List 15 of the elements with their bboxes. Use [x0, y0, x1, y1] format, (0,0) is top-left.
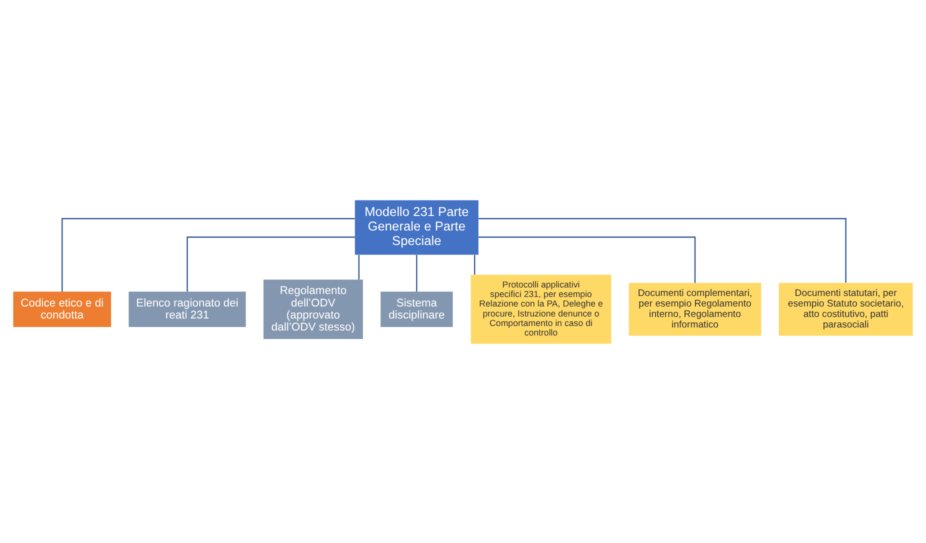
connector [416, 254, 418, 292]
connector [62, 218, 355, 292]
node-box: Elenco ragionato dei reati 231 [128, 291, 246, 326]
node-box: Sistema disciplinare [380, 291, 453, 326]
node-box: Codice etico e di condotta [13, 291, 112, 326]
node-box: Protocolli applicativi specifici 231, per esempio Relazione con la PA, Deleghe e procure, Istruzione denunce o Comportamento in caso di controllo [470, 274, 612, 344]
node-box: Documenti complementari, per esempio Regolamento interno, Regolamento informatico [628, 282, 762, 336]
node-box: Documenti statutari, per esempio Statuto societario, atto costitutivo, patti parasociali [778, 282, 913, 336]
connector [474, 254, 476, 274]
node-box: Regolamento dell’ODV (approvato dall’ODV stesso) [263, 279, 363, 338]
connector [358, 254, 360, 280]
connector [186, 236, 355, 291]
connector [478, 218, 846, 282]
connector [478, 236, 696, 282]
node-box: Modello 231 Parte Generale e Parte Speciale [354, 200, 478, 254]
